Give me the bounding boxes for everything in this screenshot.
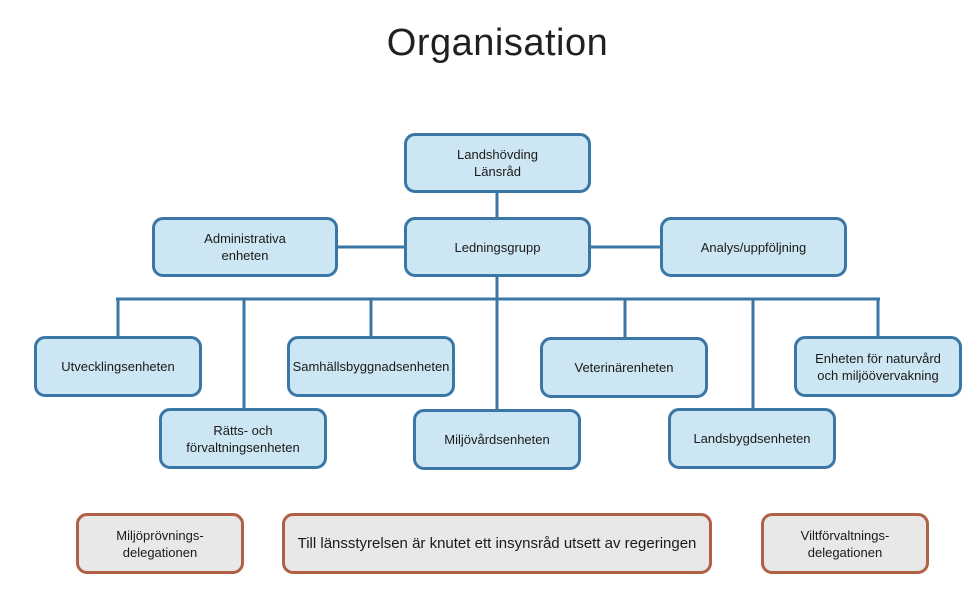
box-ratts-label: Rätts- och förvaltningsenheten bbox=[186, 422, 300, 455]
box-veterinar-label: Veterinärenheten bbox=[574, 360, 674, 375]
box-landsbygd: Landsbygdsenheten bbox=[668, 408, 836, 469]
box-ledningsgrupp-label: Ledningsgrupp bbox=[454, 239, 541, 255]
box-naturvard-label: Enheten för naturvård och miljöövervakni… bbox=[815, 350, 941, 383]
box-landsbygd-label: Landsbygdsenheten bbox=[693, 431, 811, 446]
box-ledningsgrupp: Ledningsgrupp bbox=[404, 217, 591, 277]
box-administrativa-label: Administrativa enheten bbox=[204, 231, 286, 263]
note-miljoprovning-label: Miljöprövnings- delegationen bbox=[116, 527, 204, 560]
box-utvecklingsenheten: Utvecklingsenheten bbox=[34, 336, 202, 397]
box-landshovding-label: Landshövding Länsråd bbox=[457, 147, 538, 179]
box-analys-label: Analys/uppföljning bbox=[700, 239, 807, 255]
note-insynsrad: Till länsstyrelsen är knutet ett insynsr… bbox=[282, 513, 712, 574]
box-veterinar: Veterinärenheten bbox=[540, 337, 708, 398]
box-naturvard: Enheten för naturvård och miljöövervakni… bbox=[794, 336, 962, 397]
box-utvecklingsenheten-label: Utvecklingsenheten bbox=[61, 359, 175, 374]
box-miljovard-label: Miljövårdsenheten bbox=[444, 432, 550, 447]
note-miljoprovning: Miljöprövnings- delegationen bbox=[76, 513, 244, 574]
box-samhallsbyggnad-label: Samhällsbyggnadsenheten bbox=[292, 359, 450, 374]
box-samhallsbyggnad: Samhällsbyggnadsenheten bbox=[287, 336, 455, 397]
box-administrativa: Administrativa enheten bbox=[152, 217, 338, 277]
box-miljovard: Miljövårdsenheten bbox=[413, 409, 581, 470]
note-viltforvaltning-label: Viltförvaltnings- delegationen bbox=[800, 527, 890, 560]
note-insynsrad-label: Till länsstyrelsen är knutet ett insynsr… bbox=[297, 535, 697, 552]
box-ratts: Rätts- och förvaltningsenheten bbox=[159, 408, 327, 469]
box-analys: Analys/uppföljning bbox=[660, 217, 847, 277]
page-title: Organisation bbox=[386, 22, 609, 64]
box-landshovding: Landshövding Länsråd bbox=[404, 133, 591, 193]
note-viltforvaltning: Viltförvaltnings- delegationen bbox=[761, 513, 929, 574]
